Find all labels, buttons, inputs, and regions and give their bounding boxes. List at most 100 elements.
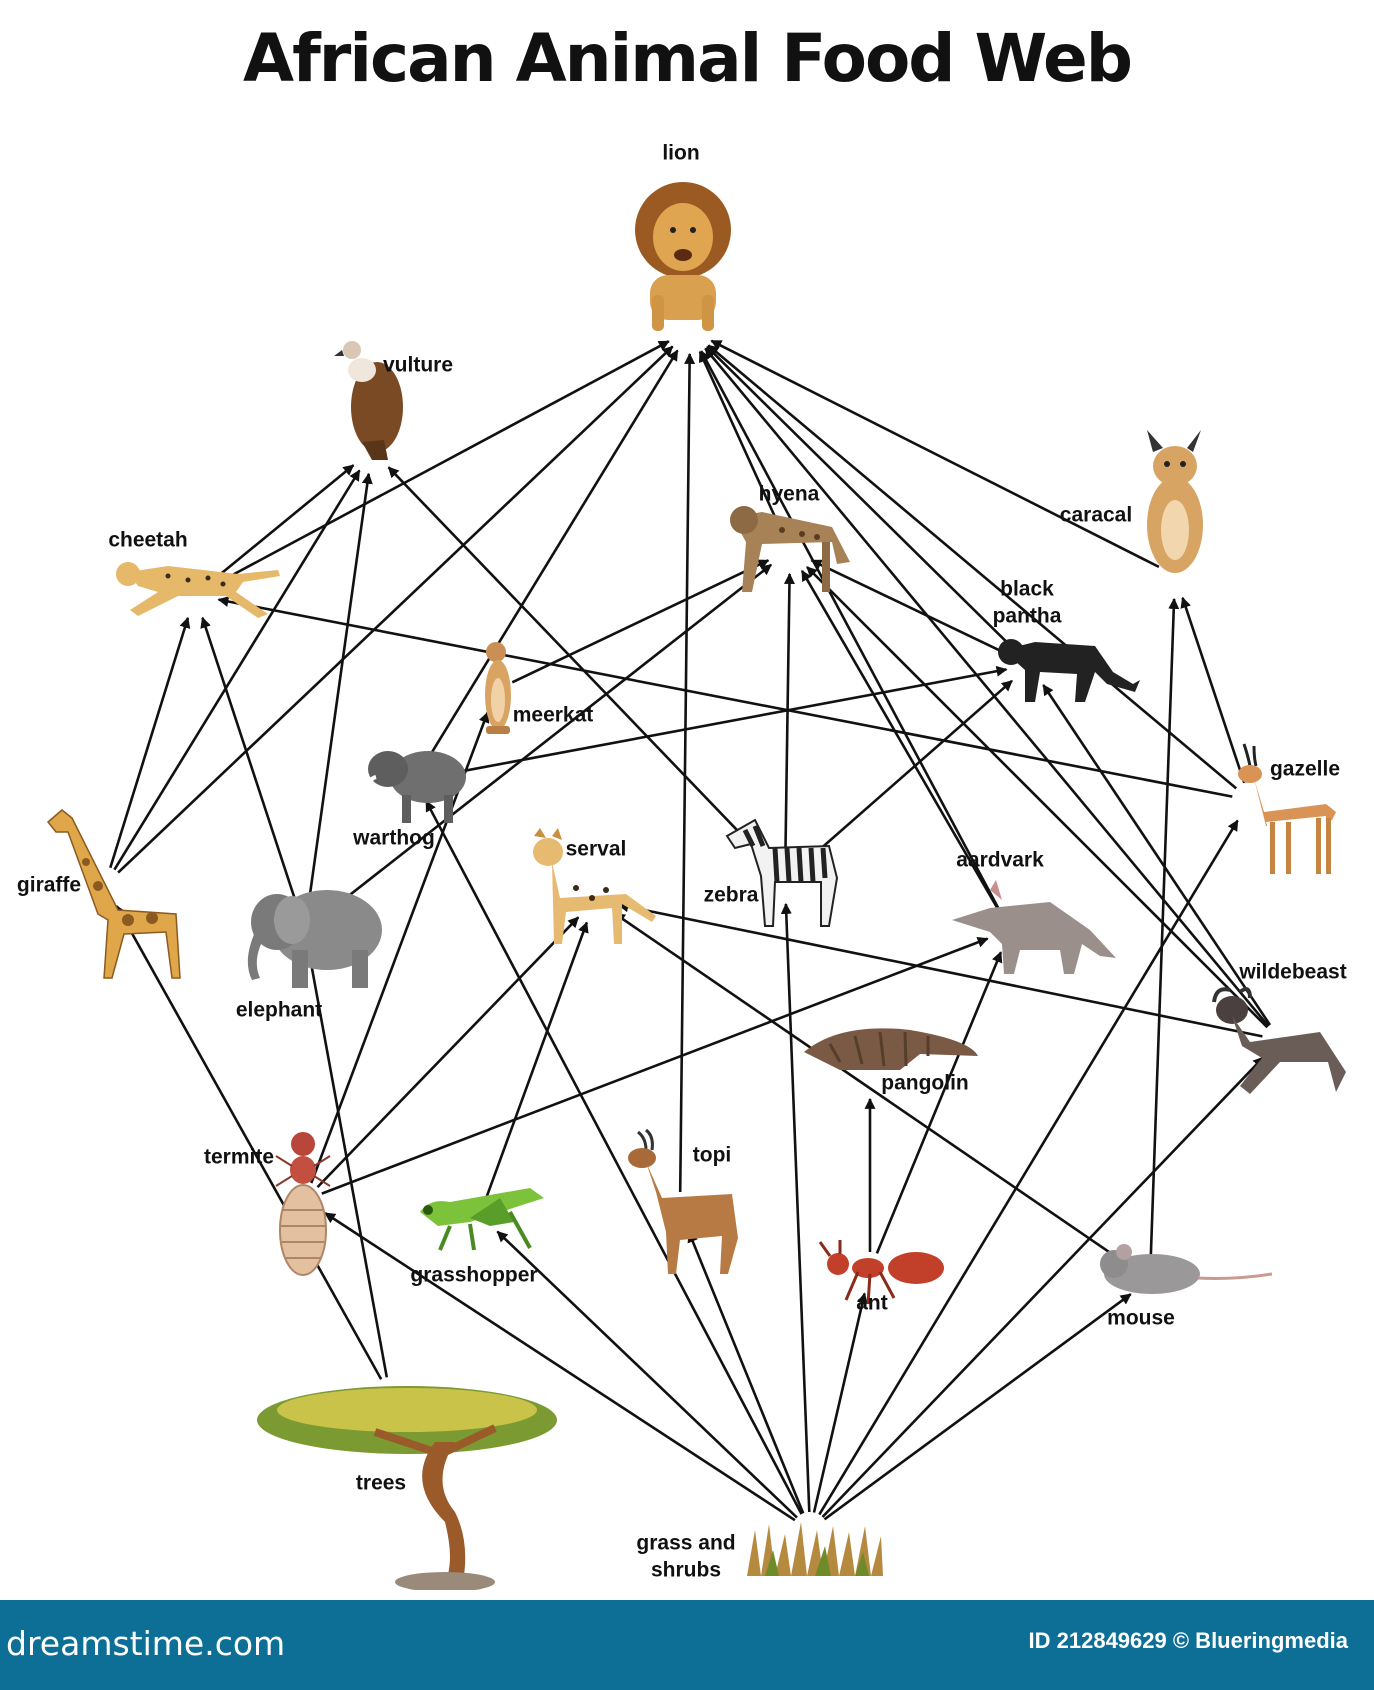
watermark-text: dreamstime.com	[6, 1624, 286, 1663]
label-black-panther-line2: pantha	[992, 605, 1062, 628]
label-pangolin: pangolin	[881, 1071, 969, 1095]
arrow-giraffe-to-cheetah	[109, 616, 191, 869]
arrow-grass-and-shrubs-to-warthog	[425, 800, 803, 1515]
grass-icon	[747, 1522, 883, 1576]
arrow-warthog-to-lion	[423, 349, 679, 766]
label-vulture: vulture	[382, 353, 454, 377]
arrow-trees-to-elephant	[305, 952, 389, 1378]
label-aardvark: aardvark	[956, 848, 1044, 872]
arrow-zebra-to-black-panther	[797, 679, 1013, 870]
watermark-footer: dreamstime.com ID 212849629 © Blueringme…	[0, 1600, 1374, 1690]
label-cheetah: cheetah	[108, 528, 188, 552]
arrow-grass-and-shrubs-to-topi	[687, 1231, 805, 1514]
arrow-black-panther-to-lion	[706, 345, 1019, 654]
giraffe-icon	[46, 809, 181, 979]
label-wildebeast: wildebeast	[1239, 960, 1347, 984]
gazelle-icon	[1238, 743, 1336, 874]
arrow-ant-to-aardvark	[875, 951, 1003, 1254]
warthog-icon	[368, 751, 466, 823]
arrow-aardvark-to-lion	[700, 350, 1003, 915]
label-grass-line1: grass and	[636, 1531, 736, 1555]
arrow-elephant-to-cheetah	[200, 616, 301, 914]
arrow-hyena-to-lion	[698, 350, 784, 535]
arrow-termite-to-aardvark	[321, 937, 989, 1195]
label-warthog: warthog	[353, 826, 435, 850]
label-termite: termite	[203, 1145, 275, 1169]
serval-icon	[533, 828, 656, 944]
label-zebra: zebra	[703, 883, 759, 907]
termite-icon	[275, 1132, 331, 1276]
arrow-wildebeast-to-serval	[617, 901, 1263, 1038]
pangolin-icon	[804, 1028, 978, 1070]
arrow-termite-to-serval	[316, 916, 580, 1189]
arrow-wildebeast-to-hyena	[806, 566, 1269, 1029]
acacia-tree-icon	[257, 1386, 557, 1590]
label-black-panther-line1: black	[1000, 577, 1054, 601]
arrow-wildebeast-to-lion	[704, 347, 1270, 1028]
label-trees: trees	[355, 1471, 407, 1495]
label-grass-line2: shrubs	[650, 1559, 721, 1582]
arrow-mouse-to-caracal	[1149, 597, 1180, 1263]
arrow-giraffe-to-vulture	[113, 469, 361, 871]
image-id-credit: ID 212849629 © Blueringmedia	[1028, 1628, 1348, 1653]
diagram-title: African Animal Food Web	[243, 20, 1133, 97]
meerkat-icon	[485, 642, 511, 734]
arrow-topi-to-lion	[678, 352, 696, 1193]
label-black-panther: black pantha	[993, 576, 1062, 631]
arrow-gazelle-to-cheetah	[217, 596, 1233, 798]
arrow-warthog-to-black-panther	[432, 665, 1008, 778]
label-caracal: caracal	[1059, 503, 1133, 527]
label-meerkat: meerkat	[512, 703, 594, 727]
arrow-grass-and-shrubs-to-grasshopper	[496, 1230, 798, 1519]
zebra-icon	[725, 818, 839, 927]
label-elephant: elephant	[235, 998, 323, 1022]
label-lion: lion	[662, 141, 700, 165]
arrow-elephant-to-hyena	[318, 563, 772, 920]
food-web-arrows	[109, 339, 1272, 1522]
arrow-mouse-to-serval	[613, 912, 1136, 1271]
topi-icon	[628, 1128, 738, 1274]
arrow-zebra-to-vulture	[387, 466, 774, 868]
arrow-giraffe-to-lion	[117, 345, 674, 874]
arrow-grasshopper-to-serval	[484, 921, 589, 1199]
label-gazelle: gazelle	[1269, 757, 1341, 781]
label-mouse: mouse	[1107, 1306, 1175, 1330]
mouse-icon	[1100, 1244, 1273, 1294]
arrow-grass-and-shrubs-to-mouse	[823, 1293, 1132, 1521]
arrow-grass-and-shrubs-to-zebra	[780, 902, 811, 1513]
label-topi: topi	[692, 1143, 732, 1167]
wildebeest-icon	[1212, 987, 1346, 1094]
arrow-grass-and-shrubs-to-termite	[324, 1212, 796, 1522]
arrow-zebra-to-hyena	[783, 572, 795, 863]
vulture-icon	[334, 341, 403, 460]
label-serval: serval	[565, 837, 627, 861]
label-ant: ant	[856, 1291, 888, 1315]
label-grass-and-shrubs: grass and shrubs	[636, 1530, 735, 1585]
ant-icon	[818, 1240, 944, 1305]
hyena-icon	[730, 506, 850, 592]
lion-icon	[635, 182, 731, 331]
arrow-caracal-to-lion	[710, 339, 1160, 569]
label-grasshopper: grasshopper	[410, 1263, 538, 1287]
cheetah-icon	[116, 562, 280, 618]
arrow-elephant-to-vulture	[306, 472, 373, 913]
arrow-grass-and-shrubs-to-ant	[812, 1292, 868, 1513]
arrow-grass-and-shrubs-to-wildebeast	[821, 1056, 1265, 1518]
arrow-cheetah-to-lion	[210, 340, 670, 588]
black-panther-icon	[998, 639, 1140, 702]
arrow-wildebeast-to-black-panther	[1042, 684, 1272, 1026]
label-giraffe: giraffe	[16, 873, 82, 897]
arrow-trees-to-giraffe	[115, 905, 383, 1380]
arrow-aardvark-to-hyena	[800, 569, 1003, 916]
aardvark-icon	[952, 880, 1116, 974]
arrow-gazelle-to-caracal	[1180, 596, 1246, 784]
arrow-cheetah-to-vulture	[208, 464, 355, 585]
arrow-black-panther-to-hyena	[810, 559, 1015, 659]
caracal-icon	[1147, 430, 1203, 573]
arrow-grass-and-shrubs-to-gazelle	[818, 819, 1239, 1516]
arrow-gazelle-to-lion	[707, 344, 1238, 790]
label-hyena: hyena	[758, 482, 820, 506]
arrow-meerkat-to-hyena	[511, 559, 770, 684]
grasshopper-icon	[420, 1188, 544, 1251]
elephant-icon	[247, 890, 382, 988]
